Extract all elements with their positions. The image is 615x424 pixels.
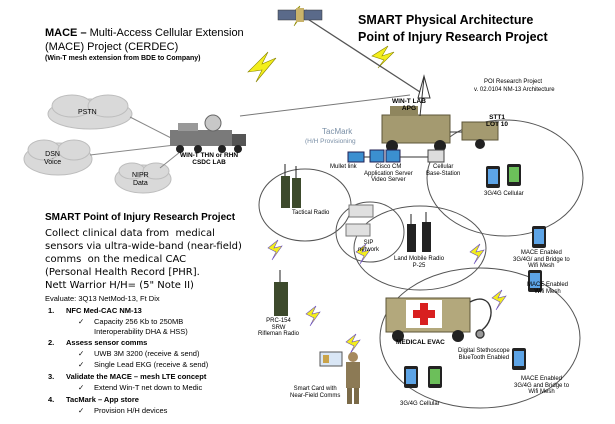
tactical-radio-label: Tactical Radio [292,210,330,216]
sip-network-label: SIP network [358,240,380,253]
network-oval-bottom [379,267,581,409]
wint-apg-label: WIN-T LAB APG [392,98,426,113]
list-item-num: 4. [48,395,55,404]
poi-evaluate: Evaluate: 3Q13 NetMod-13, Ft Dix [45,294,160,303]
base-station-icon [427,149,445,163]
cisco-label: Cisco CM Application Server Video Server [364,164,413,184]
cloud-links [89,116,181,169]
smartphone-icon [512,348,526,370]
wint-apg-truck-icon [381,74,451,152]
network-oval-right [426,119,584,237]
list-item-num: 1. [48,306,55,315]
cellular-bottom-label: 3G/4G Cellular [400,401,440,407]
mace-title-rest: Multi-Access Cellular Extension [89,27,244,39]
stt-trailer-icon [450,121,499,149]
server-icon [369,149,401,163]
satellite-icon [277,8,323,22]
list-item-title: TacMark – App store [66,395,139,404]
cellular-bs-label: Cellular Base-Station [426,164,461,177]
hh-provisioning-label: (H/H Provisioning [305,138,356,145]
nipr-label: NIPR Data [132,172,149,187]
list-subitem: Provision H/H devices [94,406,168,415]
smartphone-icon [486,164,521,188]
list-subitem: Capacity 256 Kb to 250MB [94,317,184,326]
tactical-oval [258,168,352,242]
lmr-radio-icon [407,212,431,252]
poi-title: SMART Point of Injury Research Project [45,212,236,223]
mace-wifi-label: MACE Enabled Wifi Mesh [527,282,569,295]
medevac-label: MEDICAL EVAC [396,339,445,346]
lightning-bolt-icon [267,239,507,355]
soldier-icon [346,352,360,404]
list-subitem: Extend Win-T net down to Medic [94,383,203,392]
medical-evac-vehicle-icon [385,297,471,342]
smart-card-icon [319,351,343,367]
pstn-label: PSTN [78,109,97,116]
wint-csdc-truck-icon [170,114,246,153]
stt-label: STT1 LOT 10 [486,114,509,129]
list-subitem: UWB 3M 3200 (receive & send) [94,349,200,358]
stethoscope-label: Digital Stethoscope BlueTooth Enabled [458,348,510,361]
smart-card-label: Smart Card with Near-Field Comms [290,386,341,399]
main-title-line1: SMART Physical Architecture [358,13,534,27]
main-title-line2: Point of Injury Research Project [358,30,548,44]
mace-bridge-bottom-label: MACE Enabled 3G/4G and Bridge to Wifi Me… [514,376,570,396]
poi-meta-line1: POI Research Project [484,79,543,85]
list-subitem: Interoperability DHA & HSS) [94,327,188,336]
mullet-link-label: Mullet link [330,164,357,170]
list-item-num: 3. [48,372,55,381]
checkmark-icon: ✓ [78,317,85,326]
prc154-label: PRC-154 SRW Rifleman Radio [258,318,300,338]
poi-meta-line2: v. 02.0104 NM-13 Architecture [474,87,555,93]
cellular-3g4g-label: 3G/4G Cellular [484,191,524,197]
mace-title-bold: MACE – [45,27,87,39]
checkmark-icon: ✓ [78,383,85,392]
tacmark-label: TacMark [322,127,353,136]
list-item-num: 2. [48,338,55,347]
mace-subtitle: (Win-T mesh extension from BDE to Compan… [45,55,201,62]
checkmark-icon: ✓ [78,360,85,369]
list-item-title: Validate the MACE – mesh LTE concept [66,372,207,381]
nipr-cloud [114,162,172,194]
pstn-cloud [47,94,133,130]
wint-csdc-label: WIN-T THN or RHN CSDC LAB [180,152,239,167]
dsn-label: DSN Voice [44,151,62,166]
smartphone-icon [532,226,546,248]
network-oval-mid [353,205,487,291]
mace-title-line2: (MACE) Project (CERDEC) [45,41,179,53]
smartphone-icon [528,270,542,292]
smartphone-icon [404,366,442,388]
list-subitem: Single Lead EKG (receive & send) [94,360,209,369]
mullet-link-icon [347,151,365,163]
sip-phone-icon [345,204,374,237]
stethoscope-icon [469,298,492,339]
mace-title: MACE – Multi-Access Cellular Extension [45,27,244,39]
dsn-cloud [23,139,93,176]
lmr-label: Land Mobile Radio P-25 [394,256,445,269]
poi-body: Collect clinical data from medical senso… [45,228,242,291]
list-item-title: Assess sensor comms [66,338,148,347]
list-item-title: NFC Med-CAC NM-13 [66,306,142,315]
prc-154-radio-icon [274,270,288,316]
checkmark-icon: ✓ [78,349,85,358]
mace-bridge-top-label: MACE Enabled 3G/4G/ and Bridge to Wifi M… [513,250,570,270]
tactical-radio-icon [281,164,301,208]
checkmark-icon: ✓ [78,406,85,415]
